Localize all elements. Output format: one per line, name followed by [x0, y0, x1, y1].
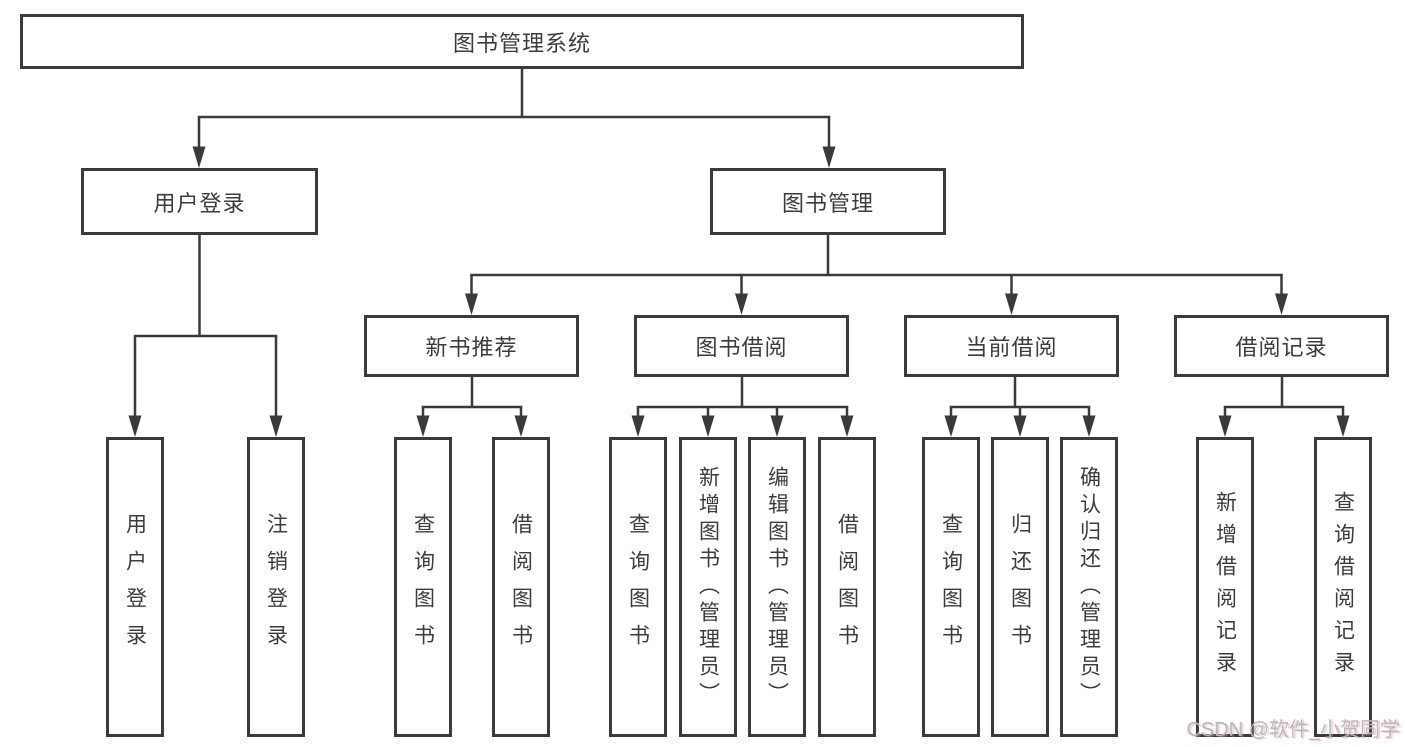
arrowheads-leaves [417, 416, 1350, 438]
connector-root-to-level2 [198, 69, 831, 148]
node-user-login-label: 用户登录 [153, 186, 245, 218]
leaf-borrow-books-recommend: 借阅图书 [492, 437, 550, 737]
leaf-borrow-books-recommend-label: 借阅图书 [511, 513, 532, 661]
node-root-label: 图书管理系统 [453, 26, 591, 58]
connector-user-login-to-leaves [134, 235, 278, 417]
node-current-borrow: 当前借阅 [904, 315, 1119, 377]
leaf-query-borrow-record: 查询借阅记录 [1314, 437, 1372, 737]
leaf-query-books-borrow-label: 查询图书 [628, 513, 649, 661]
arrowheads-user-login-leaves [129, 416, 283, 438]
leaf-query-books-current: 查询图书 [922, 437, 980, 737]
node-book-management: 图书管理 [710, 168, 946, 235]
node-user-login: 用户登录 [81, 168, 318, 235]
arrowheads-level2 [193, 147, 836, 169]
leaf-confirm-return-admin-label: 确认归还（管理员） [1079, 466, 1100, 709]
leaf-return-books: 归还图书 [991, 437, 1049, 737]
leaf-add-borrow-record-label: 新增借阅记录 [1215, 491, 1236, 683]
node-current-borrow-label: 当前借阅 [965, 330, 1057, 362]
node-book-management-label: 图书管理 [782, 186, 874, 218]
node-new-book-recommend-label: 新书推荐 [425, 330, 517, 362]
node-new-book-recommend: 新书推荐 [364, 315, 579, 377]
leaf-edit-book-admin: 编辑图书（管理员） [748, 437, 806, 737]
connector-level3-to-leaves [422, 377, 1345, 418]
csdn-watermark: CSDN @软件_小贺同学 [1186, 713, 1400, 742]
leaf-borrow-books-2-label: 借阅图书 [837, 513, 858, 661]
arrowheads-level3 [465, 294, 1288, 316]
leaf-query-books-current-label: 查询图书 [941, 513, 962, 661]
leaf-add-book-admin-label: 新增图书（管理员） [698, 466, 719, 709]
leaf-add-book-admin: 新增图书（管理员） [679, 437, 737, 737]
leaf-logout: 注销登录 [247, 437, 305, 737]
node-book-borrow-label: 图书借阅 [695, 330, 787, 362]
leaf-user-login-label: 用户登录 [125, 513, 146, 661]
node-book-borrow: 图书借阅 [634, 315, 849, 377]
leaf-query-books-recommend: 查询图书 [394, 437, 452, 737]
leaf-edit-book-admin-label: 编辑图书（管理员） [767, 466, 788, 709]
leaf-query-books-borrow: 查询图书 [609, 437, 667, 737]
leaf-user-login: 用户登录 [106, 437, 164, 737]
leaf-borrow-books-2: 借阅图书 [818, 437, 876, 737]
leaf-query-borrow-record-label: 查询借阅记录 [1333, 491, 1354, 683]
node-borrow-records: 借阅记录 [1174, 315, 1389, 377]
leaf-logout-label: 注销登录 [266, 513, 287, 661]
leaf-return-books-label: 归还图书 [1010, 513, 1031, 661]
node-root: 图书管理系统 [20, 14, 1024, 69]
node-borrow-records-label: 借阅记录 [1235, 330, 1327, 362]
leaf-query-books-recommend-label: 查询图书 [413, 513, 434, 661]
leaf-add-borrow-record: 新增借阅记录 [1196, 437, 1254, 737]
connector-book-management-to-level3 [470, 235, 1283, 295]
leaf-confirm-return-admin: 确认归还（管理员） [1060, 437, 1118, 737]
